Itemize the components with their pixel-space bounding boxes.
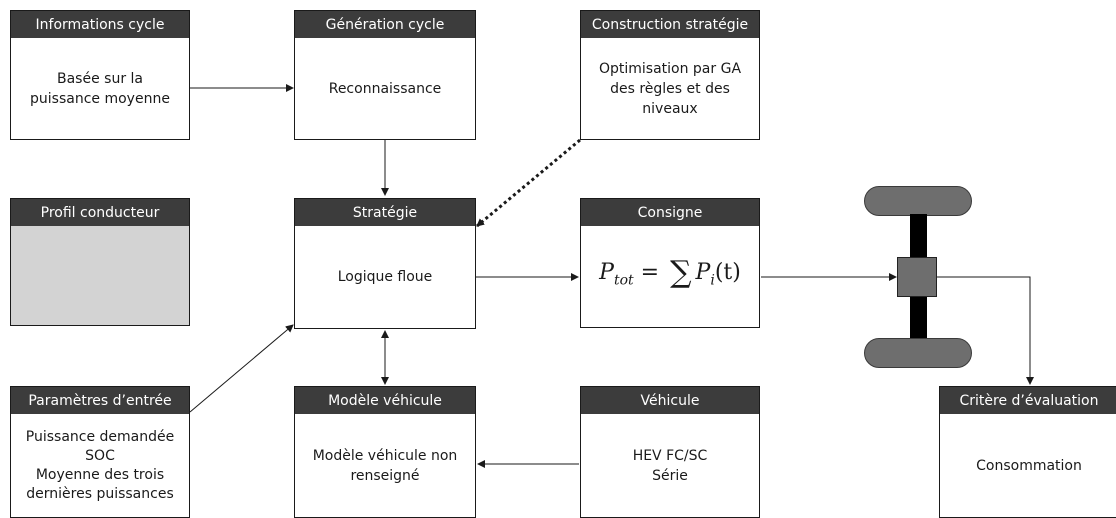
- hub-icon: [897, 257, 937, 297]
- block-text-line: renseigné: [350, 467, 420, 484]
- block-text-line: Logique floue: [337, 269, 433, 285]
- block-title: Construction stratégie: [581, 11, 759, 38]
- arrow-hub-to-critere: [936, 276, 1034, 385]
- block-title: Génération cycle: [295, 11, 475, 38]
- formula-p: P: [599, 259, 614, 285]
- formula-t: (t): [714, 259, 741, 285]
- block-text-line: Moyenne des trois: [35, 466, 165, 483]
- block-text-line: puissance moyenne: [30, 90, 170, 107]
- block-strategie: Stratégie Logique floue: [294, 198, 476, 329]
- block-text-line: dernières puissances: [26, 485, 174, 502]
- block-title: Véhicule: [581, 387, 759, 414]
- formula-equals: =: [640, 259, 660, 285]
- gray-panel: [11, 226, 189, 325]
- block-title: Critère d’évaluation: [940, 387, 1116, 414]
- block-text-line: Série: [652, 467, 688, 484]
- block-text-line: SOC: [85, 447, 115, 464]
- block-text-line: Modèle véhicule non: [312, 447, 458, 464]
- block-text-line: Puissance demandée: [25, 428, 175, 445]
- block-informations-cycle: Informations cycle Basée sur la puissanc…: [10, 10, 190, 140]
- block-profil-conducteur: Profil conducteur: [10, 198, 190, 326]
- formula-pi: P: [695, 259, 711, 285]
- block-text-line: niveaux: [642, 100, 698, 117]
- block-title: Modèle véhicule: [295, 387, 475, 414]
- block-text-line: Basée sur la: [57, 70, 143, 87]
- block-title: Paramètres d’entrée: [11, 387, 189, 414]
- block-construction-strategie: Construction stratégie Optimisation par …: [580, 10, 760, 140]
- formula-sum-symbol: ∑: [670, 254, 692, 290]
- bottom-wheel-icon: [864, 338, 972, 368]
- block-text-line: Reconnaissance: [328, 80, 442, 97]
- block-text-line: HEV FC/SC: [632, 447, 708, 464]
- block-parametres-entree: Paramètres d’entrée Puissance demandée S…: [10, 386, 190, 518]
- block-text-line: des règles et des: [610, 80, 730, 97]
- block-vehicule: Véhicule HEV FC/SC Série: [580, 386, 760, 518]
- arrow-construction-to-strategie-dotted: [476, 138, 581, 228]
- block-title: Stratégie: [295, 199, 475, 226]
- formula-tot: tot: [613, 272, 634, 289]
- block-title: Consigne: [581, 199, 759, 226]
- block-critere-evaluation: Critère d’évaluation Consommation: [939, 386, 1116, 518]
- block-text-line: Optimisation par GA: [598, 60, 742, 77]
- block-title: Informations cycle: [11, 11, 189, 38]
- formula-i: i: [710, 272, 715, 289]
- block-title: Profil conducteur: [11, 199, 189, 226]
- block-consigne: Consigne Ptot = ∑Pi(t): [580, 198, 760, 328]
- block-text-line: Consommation: [976, 457, 1082, 474]
- top-wheel-icon: [864, 186, 972, 216]
- arrow-parametres-to-strategie: [189, 324, 294, 413]
- block-modele-vehicule: Modèle véhicule Modèle véhicule non rens…: [294, 386, 476, 518]
- power-sum-formula: Ptot = ∑Pi(t): [599, 257, 741, 290]
- block-generation-cycle: Génération cycle Reconnaissance: [294, 10, 476, 140]
